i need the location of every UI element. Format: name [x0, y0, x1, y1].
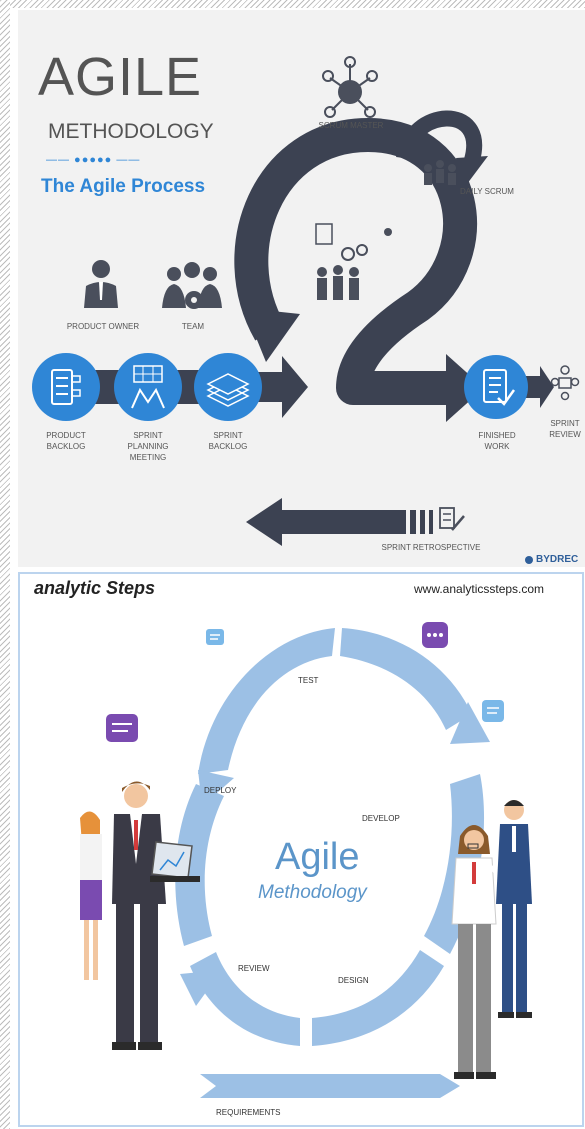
label-team: TEAM — [181, 322, 205, 331]
label-scrum-master: SCRUM MASTER — [318, 121, 384, 130]
cycle-label-review: REVIEW — [238, 964, 270, 973]
label-sprint-review: SPRINT REVIEW — [549, 419, 581, 439]
finished-to-review-arrow — [526, 366, 554, 408]
label-daily-scrum: DAILY SCRUM — [460, 187, 514, 196]
cycle-label-test: TEST — [298, 676, 319, 685]
chat-bubble-icon — [422, 622, 448, 648]
site-url: www.analyticssteps.com — [414, 582, 545, 596]
man-figure-right — [496, 800, 532, 1018]
backlog-to-sprint-arrow — [254, 356, 308, 418]
center-title: Agile — [275, 836, 360, 878]
scrum-process-panel: AGILE METHODOLOGY —— ●●●●● —— The Agile … — [18, 10, 585, 567]
label-product-owner: PRODUCT OWNER — [66, 322, 140, 331]
cycle-label-develop: DEVELOP — [362, 814, 400, 823]
label-sprint-planning: SPRINT PLANNING MEETING — [127, 431, 169, 462]
daily-scrum-loop-arrow — [396, 110, 488, 188]
retrospective-arrow — [246, 498, 433, 546]
agile-cycle-graphic — [80, 622, 532, 1098]
hatched-border-top — [0, 0, 585, 8]
woman-figure-left — [80, 811, 102, 980]
finished-work-icon — [464, 355, 528, 419]
brand-bydrec: BYDREC — [536, 554, 579, 565]
process-title: The Agile Process — [41, 176, 206, 197]
sprint-review-icon — [550, 365, 580, 401]
sprint-backlog-icon — [194, 353, 262, 421]
center-subtitle: Methodology — [258, 882, 367, 903]
scrum-process-graphic — [32, 56, 580, 564]
label-product-backlog: PRODUCT BACKLOG — [46, 431, 86, 451]
decorative-dots: —— ●●●●● —— — [46, 154, 141, 166]
agile-cycle-panel: analytic Steps www.analyticssteps.com Ag… — [18, 572, 584, 1127]
label-sprint-retrospective: SPRINT RETROSPECTIVE — [381, 543, 481, 552]
label-finished-work: FINISHED WORK — [478, 431, 516, 451]
bydrec-logo-icon — [525, 556, 533, 564]
sprint-work-group-icon — [315, 223, 392, 300]
chat-bubble-icon — [206, 629, 224, 645]
analytic-steps-logo: analytic Steps — [34, 578, 156, 598]
hatched-border-left — [0, 0, 10, 1129]
cycle-label-design: DESIGN — [338, 976, 369, 985]
man-with-laptop-figure — [112, 781, 200, 1050]
cycle-label-requirements: REQUIREMENTS — [216, 1108, 281, 1117]
chat-bubble-icon — [106, 714, 138, 742]
page-subtitle: METHODOLOGY — [48, 120, 214, 143]
retrospective-icon — [439, 507, 465, 531]
chat-bubble-icon — [482, 700, 504, 722]
sprint-planning-icon — [114, 353, 182, 421]
product-backlog-icon — [32, 353, 100, 421]
label-sprint-backlog: SPRINT BACKLOG — [208, 431, 248, 451]
cycle-label-deploy: DEPLOY — [204, 786, 237, 795]
product-owner-icon — [84, 260, 118, 308]
daily-scrum-team-icon — [424, 160, 456, 185]
page-title: AGILE — [38, 47, 203, 107]
cycle-ring — [175, 628, 490, 1098]
team-icon — [162, 262, 222, 309]
scrum-master-icon — [322, 56, 378, 118]
